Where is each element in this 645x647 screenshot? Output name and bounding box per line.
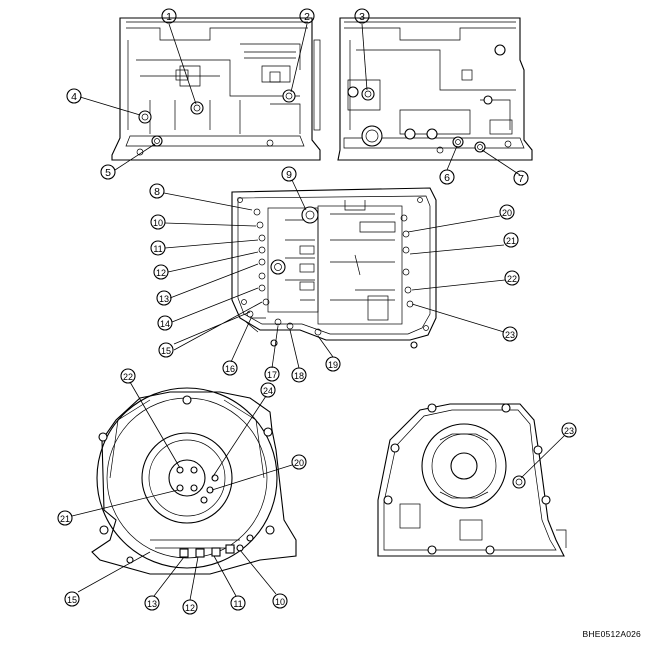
callout-21-mid: 21 bbox=[503, 232, 519, 248]
svg-text:19: 19 bbox=[328, 360, 338, 370]
callout-20-mid: 20 bbox=[499, 204, 515, 220]
callout-22-mid: 22 bbox=[504, 270, 520, 286]
callout-15-low: 15 bbox=[64, 591, 80, 607]
callout-10: 10 bbox=[150, 214, 166, 230]
svg-text:9: 9 bbox=[286, 169, 292, 181]
leader-lines bbox=[71, 23, 565, 601]
callout-20-low: 20 bbox=[291, 454, 307, 470]
callout-6: 6 bbox=[439, 169, 455, 185]
svg-text:22: 22 bbox=[123, 372, 133, 382]
callout-19: 19 bbox=[325, 356, 341, 372]
svg-text:20: 20 bbox=[502, 208, 512, 218]
svg-text:12: 12 bbox=[185, 603, 195, 613]
callout-17: 17 bbox=[264, 366, 280, 382]
valve-body-view bbox=[231, 187, 437, 349]
svg-text:18: 18 bbox=[294, 371, 304, 381]
callout-12-low: 12 bbox=[182, 599, 198, 615]
callout-13-low: 13 bbox=[144, 595, 160, 611]
callout-8: 8 bbox=[149, 183, 165, 199]
svg-text:4: 4 bbox=[71, 91, 77, 103]
svg-text:5: 5 bbox=[105, 167, 111, 179]
converter-housing-view bbox=[91, 387, 297, 575]
callout-23-mid: 23 bbox=[502, 326, 518, 342]
callout-5: 5 bbox=[100, 164, 116, 180]
svg-text:22: 22 bbox=[507, 274, 517, 284]
callout-18: 18 bbox=[291, 367, 307, 383]
svg-text:13: 13 bbox=[147, 599, 157, 609]
callout-11: 11 bbox=[150, 240, 166, 256]
svg-text:7: 7 bbox=[518, 173, 524, 185]
upper-right-case-view bbox=[337, 17, 533, 161]
svg-text:14: 14 bbox=[160, 319, 170, 329]
svg-text:23: 23 bbox=[564, 426, 574, 436]
svg-text:12: 12 bbox=[156, 268, 166, 278]
svg-text:8: 8 bbox=[154, 186, 160, 198]
svg-text:20: 20 bbox=[294, 458, 304, 468]
callout-24: 24 bbox=[260, 382, 276, 398]
callout-1: 1 bbox=[161, 8, 177, 24]
svg-text:13: 13 bbox=[159, 294, 169, 304]
callout-10-low: 10 bbox=[272, 593, 288, 609]
svg-text:17: 17 bbox=[267, 370, 277, 380]
svg-text:16: 16 bbox=[225, 364, 235, 374]
callout-4: 4 bbox=[66, 88, 82, 104]
svg-text:2: 2 bbox=[304, 11, 310, 23]
svg-text:15: 15 bbox=[161, 346, 171, 356]
svg-text:24: 24 bbox=[263, 386, 273, 396]
svg-text:11: 11 bbox=[153, 244, 162, 254]
callout-14: 14 bbox=[157, 315, 173, 331]
callout-2: 2 bbox=[299, 8, 315, 24]
svg-text:21: 21 bbox=[506, 236, 516, 246]
callouts: 1 2 3 4 5 6 7 8 9 10 11 12 13 14 15 16 1… bbox=[57, 8, 577, 615]
figure-code: BHE0512A026 bbox=[582, 629, 641, 639]
callout-21-low: 21 bbox=[57, 510, 73, 526]
callout-11-low: 11 bbox=[230, 595, 246, 611]
svg-text:10: 10 bbox=[275, 597, 285, 607]
svg-text:3: 3 bbox=[359, 11, 365, 23]
svg-text:21: 21 bbox=[60, 514, 70, 524]
callout-16: 16 bbox=[222, 360, 238, 376]
callout-3: 3 bbox=[354, 8, 370, 24]
upper-left-case-view bbox=[111, 17, 321, 161]
callout-23-low: 23 bbox=[561, 422, 577, 438]
callout-9: 9 bbox=[281, 166, 297, 182]
callout-7: 7 bbox=[513, 170, 529, 186]
svg-text:10: 10 bbox=[153, 218, 163, 228]
callout-12: 12 bbox=[153, 264, 169, 280]
callout-15: 15 bbox=[158, 342, 174, 358]
svg-text:15: 15 bbox=[67, 595, 77, 605]
svg-text:1: 1 bbox=[166, 11, 172, 23]
callout-22-low: 22 bbox=[120, 368, 136, 384]
oil-pump-side-view bbox=[377, 403, 567, 557]
callout-13: 13 bbox=[156, 290, 172, 306]
svg-text:23: 23 bbox=[505, 330, 515, 340]
svg-text:11: 11 bbox=[233, 599, 242, 609]
svg-text:6: 6 bbox=[444, 172, 450, 184]
